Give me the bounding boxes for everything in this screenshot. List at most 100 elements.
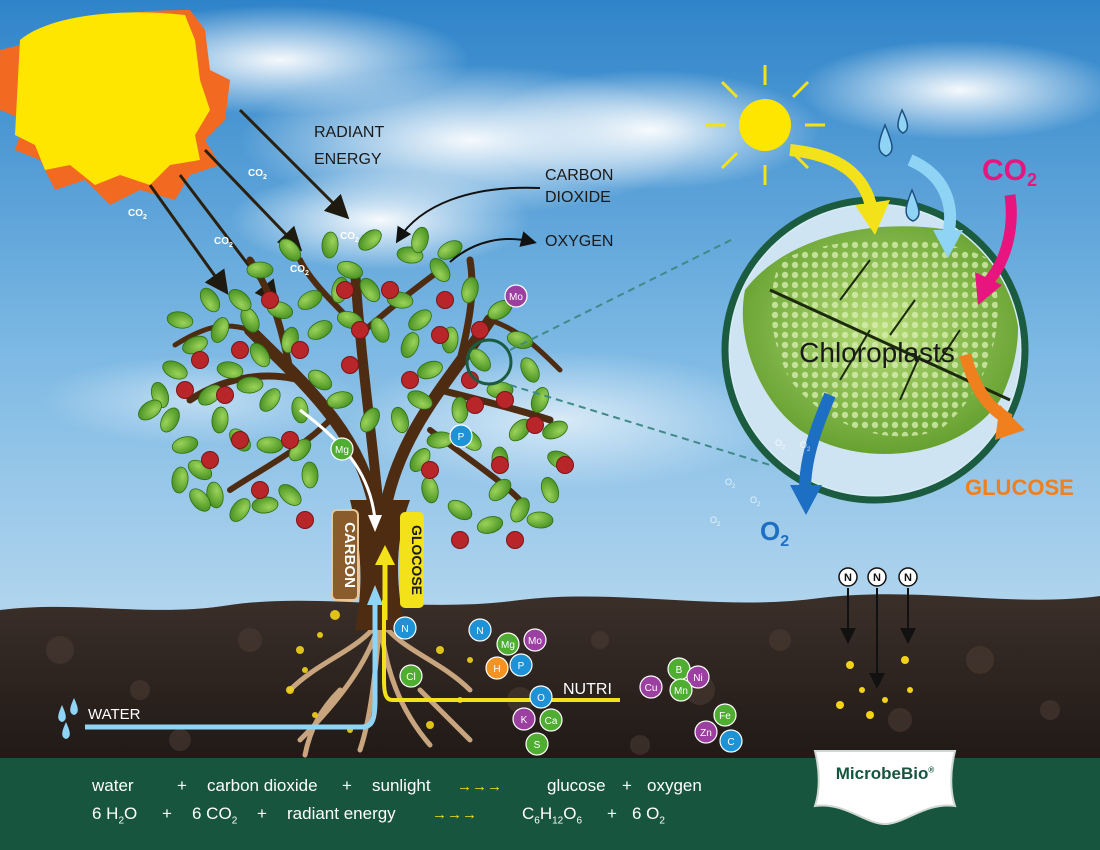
oxygen-bubbles: O2 O2 O2 O2 O2 [710, 438, 811, 528]
eq-plus: + [622, 776, 632, 795]
gas-exchange-arrows [395, 186, 541, 263]
nutrient-badge: N [393, 616, 417, 640]
word-equation: water + carbon dioxide + sunlight →→→ gl… [92, 776, 702, 796]
leaf [360, 407, 380, 433]
inset-water-drops-icon [878, 108, 920, 222]
nutrient-badge: Zn [694, 720, 718, 744]
apple [251, 481, 269, 499]
nutrient-symbol: Mo [528, 636, 542, 647]
eq-radiant-energy: radiant energy [287, 804, 396, 823]
nitrogen-marker: N [873, 572, 881, 584]
leaf [160, 407, 180, 433]
apple [421, 461, 439, 479]
leaf [307, 369, 333, 391]
svg-text:O2: O2 [710, 515, 721, 528]
nutrient-symbol: Mg [501, 640, 515, 651]
eq-plus: + [342, 776, 352, 795]
leaf [199, 287, 221, 313]
leaf [451, 396, 469, 424]
inset-glucose-label: GLUCOSE [965, 475, 1074, 500]
nutrient-symbol: P [518, 661, 525, 672]
leaf [171, 436, 199, 454]
eq-plus: + [177, 776, 187, 795]
leaf [166, 311, 194, 329]
leaf [437, 240, 463, 260]
leaf [278, 484, 302, 506]
radiant-energy-label-line1: RADIANT [314, 124, 384, 141]
eq-glucose: glucose [547, 776, 606, 795]
nutrient-badge: Ni [686, 665, 710, 689]
eq-plus: + [162, 804, 172, 823]
leaf [370, 317, 390, 343]
glucose-label-box: GLOCOSE [400, 512, 425, 608]
leaf [358, 229, 382, 251]
co2-small-labels: CO2 CO2 CO2 CO2 CO2 [128, 168, 359, 277]
inset-o2-arrow [790, 392, 836, 515]
leaf [408, 309, 432, 331]
leaf [259, 388, 281, 412]
chemical-equation: 6 H2O + 6 CO2 + radiant energy →→→ C6H12… [92, 804, 665, 826]
eq-carbon-dioxide: carbon dioxide [207, 776, 318, 795]
sun-icon [0, 10, 230, 205]
water-drops-icon [58, 698, 78, 739]
oxygen-label: OXYGEN [545, 233, 613, 250]
leaf [417, 360, 443, 380]
nutrient-symbol: Ca [545, 716, 558, 727]
nutrient-symbol: N [401, 624, 408, 635]
inset-glucose-arrow [959, 353, 1025, 440]
co2-label: CO2 [340, 231, 359, 244]
nutrient-badge: Cl [399, 664, 423, 688]
nutrient-symbol: Cu [645, 683, 658, 694]
carbon-dioxide-label-line1: CARBON [545, 167, 613, 184]
apple [281, 431, 299, 449]
co2-label: CO2 [290, 264, 309, 277]
leaf [278, 238, 302, 262]
nitrogen-marker: N [844, 572, 852, 584]
leaf [540, 477, 560, 503]
leaf [307, 320, 333, 340]
leaf [520, 357, 540, 383]
nutrient-badge: K [512, 707, 536, 731]
leaf [461, 276, 479, 304]
nutrient-badge: Ca [539, 708, 563, 732]
nutrient-symbol: B [676, 665, 683, 676]
nutrient-badge: P [449, 424, 473, 448]
chloroplast-inset: Chloroplasts [721, 196, 1029, 504]
carbon-trunk-label: CARBON [341, 522, 358, 588]
nutrient-badge: Fe [713, 703, 737, 727]
leaf [297, 290, 323, 310]
leaf [447, 499, 473, 521]
water-arrow [85, 585, 383, 730]
zoom-connector [465, 237, 771, 466]
co2-label: CO2 [128, 208, 147, 221]
leaf [526, 511, 554, 529]
nutrient-badge: Mg [496, 632, 520, 656]
apple [526, 416, 544, 434]
leaf [411, 226, 429, 254]
nutrient-badge: C [719, 729, 743, 753]
eq-sunlight: sunlight [372, 776, 431, 795]
leaf [246, 261, 274, 279]
nutrient-badge: H [485, 656, 509, 680]
eq-glucose-formula: C6H12O6 [522, 804, 583, 827]
leaf [210, 317, 230, 343]
eq-h2o: 6 H2O [92, 804, 138, 827]
leaf [542, 420, 568, 440]
nutrient-symbol: N [476, 626, 483, 637]
nutrient-badge: S [525, 732, 549, 756]
apple [496, 391, 514, 409]
leaf [171, 466, 189, 494]
nutrient-symbol: Mn [674, 686, 688, 697]
apple [201, 451, 219, 469]
apple [471, 321, 489, 339]
leaf [162, 360, 188, 380]
co2-label: CO2 [248, 168, 267, 181]
nutrient-arrow [382, 600, 620, 702]
eq-oxygen: oxygen [647, 776, 702, 795]
leaf [506, 331, 534, 349]
leaf [429, 258, 451, 282]
eq-plus: + [257, 804, 267, 823]
inset-water-arrow [907, 154, 963, 258]
inset-co2-arrow [975, 194, 1017, 305]
